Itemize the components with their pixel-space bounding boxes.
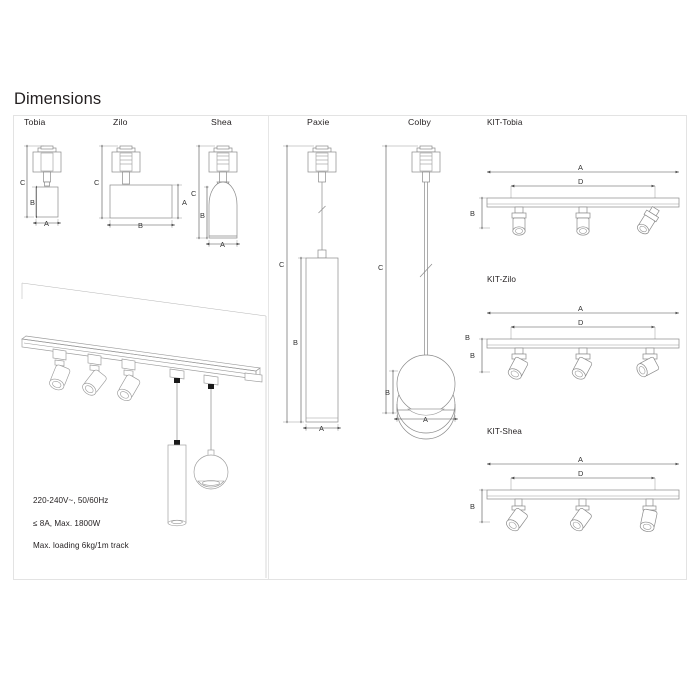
track-adapter-colby: [411, 145, 441, 183]
kit-zilo-head-3: [636, 347, 660, 378]
dimension-lines-shea: [196, 144, 240, 247]
kit-label-zilo: KIT-Zilo: [487, 275, 517, 284]
perspective-pendant-colby: [193, 374, 229, 490]
spec-line-current: ≤ 8A, Max. 1800W: [33, 518, 101, 528]
fixture-body-colby: [396, 354, 456, 440]
kit-tobia-head-2: [575, 206, 591, 236]
spec-line-voltage: 220-240V~, 50/60Hz: [33, 496, 109, 506]
fixture-drawing-tobia: C B A: [20, 144, 62, 228]
kit-tobia-head-1: [511, 206, 527, 236]
dim-label-zilo-a: A: [182, 198, 187, 207]
column-label-colby: Colby: [408, 117, 431, 127]
kit-drawing-zilo: A D B: [470, 304, 680, 380]
dim-label-kit-shea-b: B: [470, 502, 475, 511]
fixture-body-shea: [208, 181, 238, 239]
fixture-drawing-colby: C B A B: [378, 144, 470, 440]
dim-label-kit-zilo-b: B: [470, 351, 475, 360]
dimension-lines-paxie: [283, 144, 341, 431]
dim-label-paxie-a: A: [319, 424, 324, 433]
perspective-spot-3: [117, 358, 141, 401]
column-label-tobia: Tobia: [24, 117, 46, 127]
dim-label-kit-tobia-d: D: [578, 177, 583, 186]
suspension-cable-colby: [419, 182, 433, 385]
track-adapter-paxie: [307, 145, 337, 183]
page-title: Dimensions: [14, 90, 102, 108]
dim-label-kit-shea-d: D: [578, 469, 583, 478]
dim-label-kit-tobia-b: B: [470, 209, 475, 218]
column-label-shea: Shea: [211, 117, 232, 127]
dim-label-zilo-c: C: [94, 178, 100, 187]
perspective-track-system: [21, 282, 267, 578]
ceiling-plane: [21, 282, 267, 578]
track-adapter-zilo: [111, 145, 141, 185]
kit-zilo-head-2: [571, 347, 593, 380]
dim-label-shea-c: C: [191, 189, 197, 198]
dim-label-kit-zilo-a: A: [578, 304, 583, 313]
dim-label-colby-b: B: [385, 388, 390, 397]
kit-tobia-head-3: [637, 206, 660, 235]
column-label-zilo: Zilo: [113, 117, 128, 127]
dim-label-colby-c: C: [378, 263, 384, 272]
kit-zilo-head-1: [507, 347, 529, 380]
kit-label-tobia: KIT-Tobia: [487, 118, 523, 127]
track-rail: [21, 335, 263, 383]
fixture-body-zilo: [109, 184, 173, 219]
kit-drawing-shea: A D B: [470, 455, 680, 532]
kit-shea-head-2: [570, 498, 592, 532]
perspective-spot-1: [49, 348, 71, 391]
dimension-lines-tobia: [24, 144, 61, 226]
kit-drawing-tobia: A D B: [470, 163, 680, 236]
dim-label-tobia-c: C: [20, 178, 26, 187]
dim-label-kit-tobia-a: A: [578, 163, 583, 172]
dim-label-kit-shea-a: A: [578, 455, 583, 464]
vertical-divider: [268, 116, 269, 579]
fixture-drawing-paxie: C B A: [279, 144, 341, 433]
suspension-cable-paxie: [317, 182, 327, 259]
dim-label-paxie-c: C: [279, 260, 285, 269]
fixture-body-paxie: [305, 257, 339, 423]
dimension-lines-colby: [382, 144, 458, 422]
fixture-body-tobia: [35, 181, 59, 218]
dim-label-colby-b-right: B: [465, 333, 470, 342]
track-adapter-tobia: [32, 145, 62, 183]
dim-label-tobia-b: B: [30, 198, 35, 207]
dim-label-colby-a: A: [423, 415, 428, 424]
spec-line-loading: Max. loading 6kg/1m track: [33, 541, 129, 551]
dim-label-kit-zilo-d: D: [578, 318, 583, 327]
dim-label-zilo-b: B: [138, 221, 143, 230]
kit-shea-head-1: [506, 498, 528, 532]
fixture-drawing-zilo: C A B: [94, 144, 187, 230]
perspective-pendant-paxie: [167, 368, 187, 527]
fixture-drawing-shea: C B A: [191, 144, 240, 249]
dim-label-shea-b: B: [200, 211, 205, 220]
electrical-specifications: 220-240V~, 50/60Hz ≤ 8A, Max. 1800W Max.…: [33, 484, 129, 562]
kit-shea-head-3: [639, 498, 658, 532]
dim-label-shea-a: A: [220, 240, 225, 249]
dimension-lines-zilo: [99, 144, 182, 228]
track-adapter-shea: [208, 145, 238, 183]
column-label-paxie: Paxie: [307, 117, 330, 127]
perspective-spot-2: [82, 353, 107, 396]
dim-label-tobia-a: A: [44, 219, 49, 228]
dim-label-paxie-b: B: [293, 338, 298, 347]
kit-label-shea: KIT-Shea: [487, 427, 522, 436]
